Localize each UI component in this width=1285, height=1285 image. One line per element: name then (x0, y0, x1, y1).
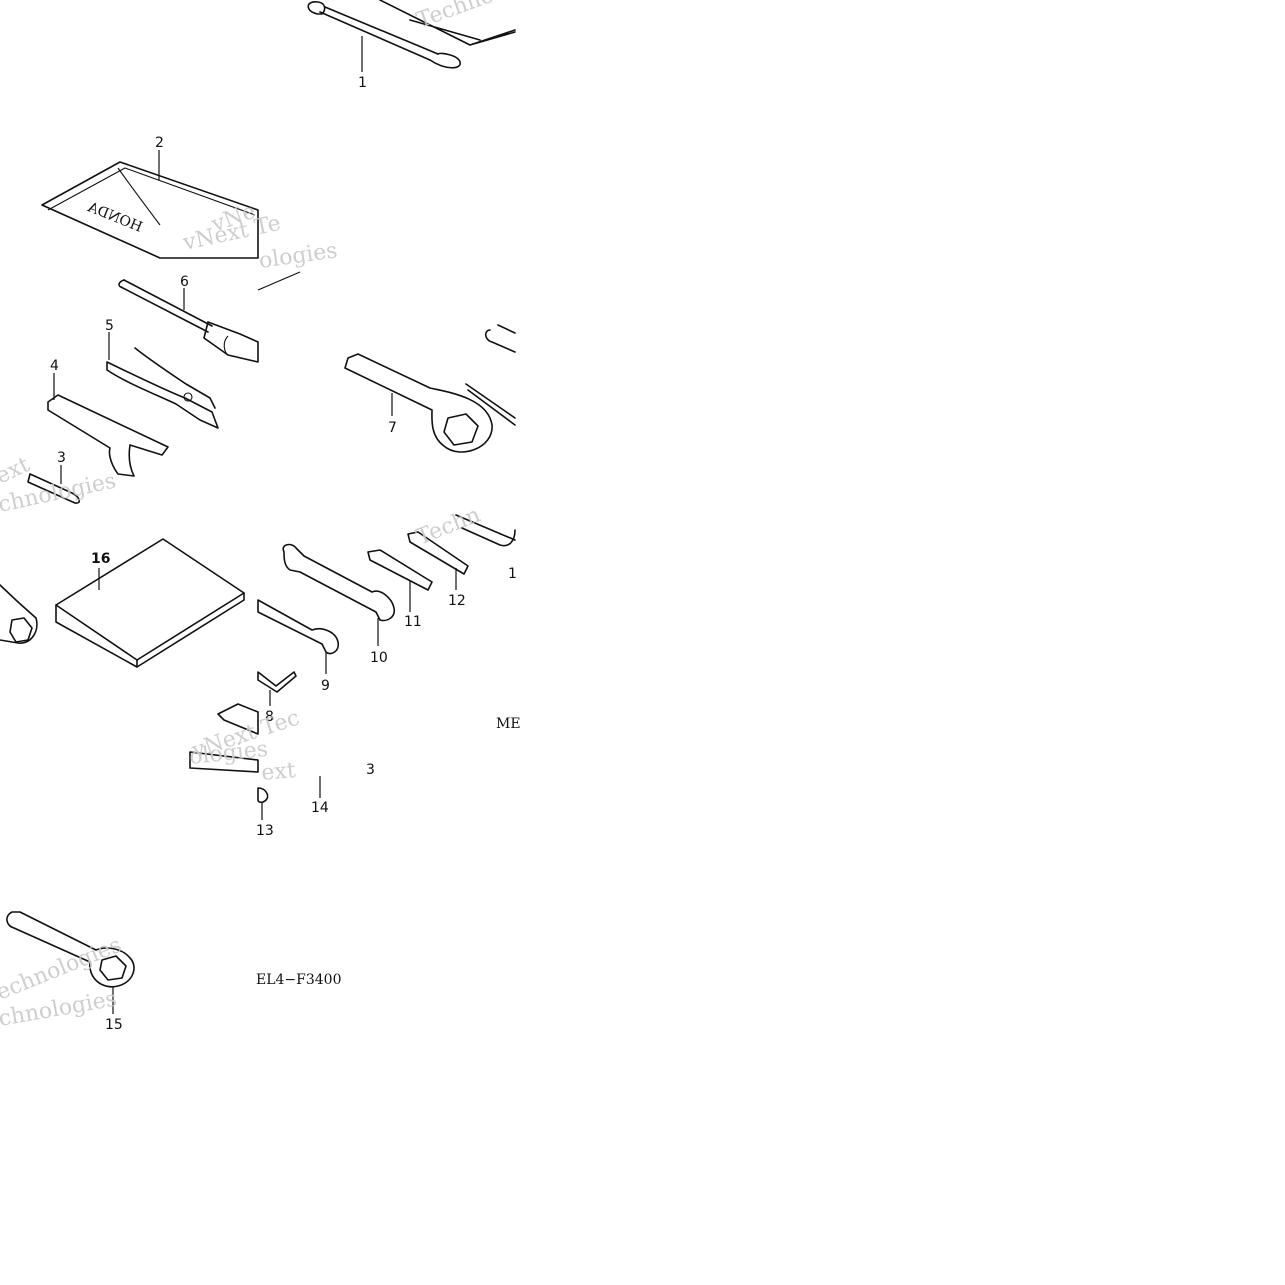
extension-bar-part (118, 279, 259, 363)
callout-14: 14 (311, 800, 329, 816)
hex-key-8-part (257, 671, 297, 693)
callout-4: 4 (50, 358, 59, 374)
flat-bar-part (189, 703, 259, 773)
strap-part (307, 0, 516, 69)
watermark: Techn (413, 502, 484, 550)
edge-tool-part (455, 514, 516, 547)
diagram-code-main: EL4−F3400 (256, 972, 342, 988)
callout-10: 10 (370, 650, 388, 666)
pouch-brand-label: HONDA (85, 199, 145, 236)
pin-spanner-part (47, 394, 169, 477)
callout-11: 11 (404, 614, 422, 630)
watermark: ologies (257, 238, 339, 274)
screwdriver-11-part (367, 549, 433, 591)
wrench-9-part (257, 599, 340, 655)
callout-7: 7 (388, 420, 397, 436)
handle-12-part (407, 531, 469, 575)
box-wrench-15-part (6, 911, 135, 988)
box-wrench-part (344, 353, 493, 453)
callout-1: 1 (358, 75, 367, 91)
callout-15: 15 (105, 1017, 123, 1033)
screwdriver-bit-part (27, 473, 81, 504)
leader-stub (257, 271, 301, 291)
callout-stray: 3 (366, 762, 375, 778)
washer-13-part (257, 787, 269, 804)
manual-box-part (55, 538, 245, 668)
callout-8: 8 (265, 709, 274, 725)
callout-12: 12 (448, 593, 466, 609)
callout-16: 16 (91, 551, 110, 567)
callout-6: 6 (180, 274, 189, 290)
callout-2: 2 (155, 135, 164, 151)
edge-socket-part (0, 584, 38, 644)
callout-9: 9 (321, 678, 330, 694)
watermark: ext (260, 758, 296, 786)
watermark: ext (0, 452, 34, 489)
callout-3: 3 (57, 450, 66, 466)
diagram-code-edge: ME (496, 716, 521, 732)
open-wrench-10-part (282, 543, 396, 622)
callout-5: 5 (105, 318, 114, 334)
edge-wrench-part (465, 324, 516, 426)
callout-edge-1: 1 (508, 566, 517, 582)
callout-13: 13 (256, 823, 274, 839)
watermark: Techno (414, 0, 498, 34)
pliers-part (106, 347, 219, 429)
